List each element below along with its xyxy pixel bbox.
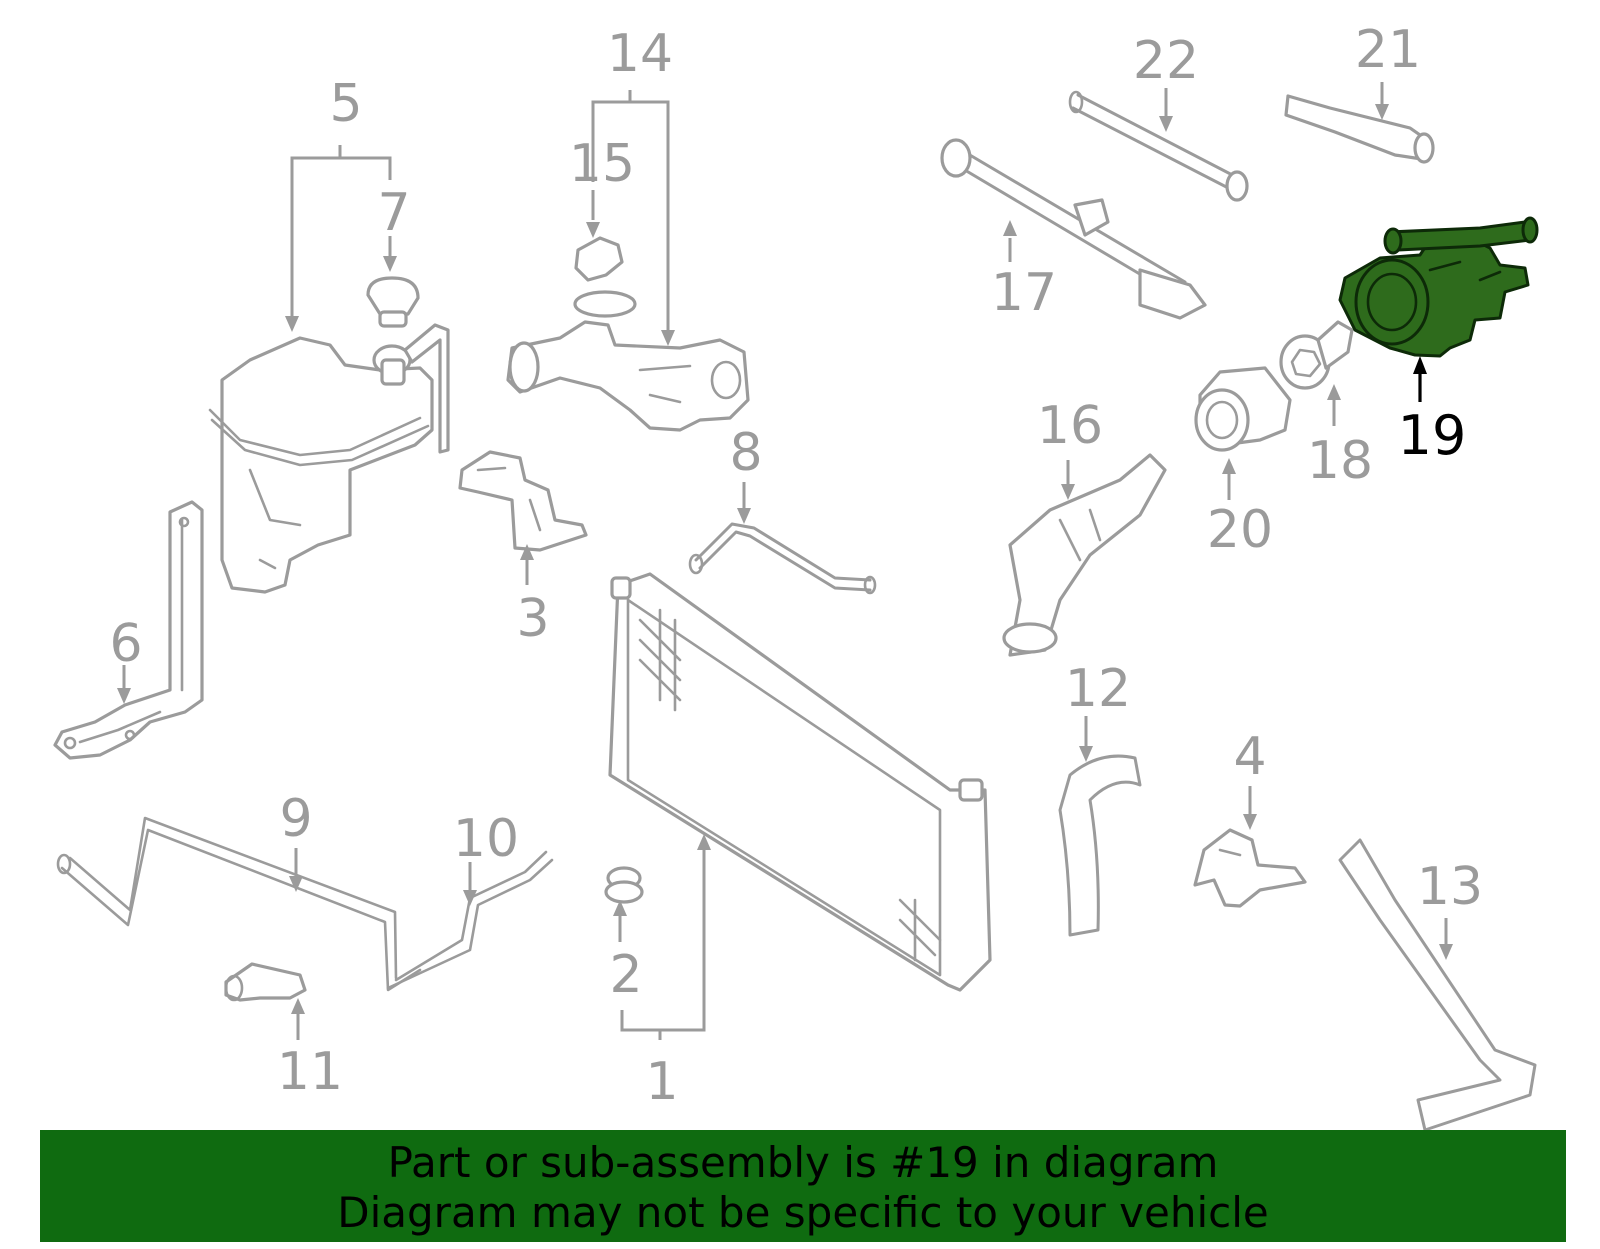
callout-17: 17 xyxy=(991,263,1057,323)
callout-12: 12 xyxy=(1065,659,1131,719)
leader-18-arrowhead xyxy=(1327,384,1341,400)
leader-8-arrowhead xyxy=(737,508,751,524)
leader-7-arrowhead xyxy=(383,256,397,272)
reservoir-tank[interactable] xyxy=(208,323,450,594)
callout-4: 4 xyxy=(1233,727,1266,787)
callout-13: 13 xyxy=(1417,857,1483,917)
hose-13[interactable] xyxy=(1338,838,1537,1132)
radiator[interactable] xyxy=(608,572,992,992)
callout-3: 3 xyxy=(516,589,549,649)
leader-14-arrowhead xyxy=(661,330,675,346)
leader-21-arrowhead xyxy=(1375,104,1389,120)
leader-12-arrowhead xyxy=(1079,746,1093,762)
leader-17-arrowhead xyxy=(1003,220,1017,236)
leader-10-arrowhead xyxy=(463,890,477,906)
callout-20: 20 xyxy=(1207,500,1273,560)
mount-bracket[interactable] xyxy=(458,450,588,552)
water-outlet[interactable] xyxy=(506,290,750,432)
callout-19: 19 xyxy=(1398,404,1467,467)
callout-21: 21 xyxy=(1355,20,1421,80)
leader-1 xyxy=(620,848,706,1040)
pipe-17[interactable] xyxy=(940,138,1207,320)
thermostat-housing-highlighted[interactable] xyxy=(1338,216,1539,358)
pipe-9[interactable] xyxy=(56,816,422,992)
small-hose-8[interactable] xyxy=(688,522,877,595)
callout-14: 14 xyxy=(607,24,673,84)
reservoir-bracket[interactable] xyxy=(53,500,204,760)
banner-line-2: Diagram may not be specific to your vehi… xyxy=(337,1188,1269,1237)
leader-6-arrowhead xyxy=(117,688,131,704)
leader-3-arrowhead xyxy=(520,544,534,560)
pipe-22[interactable] xyxy=(1068,90,1249,202)
banner-line-1: Part or sub-assembly is #19 in diagram xyxy=(387,1138,1219,1187)
leader-5 xyxy=(290,145,392,328)
callout-6: 6 xyxy=(109,614,142,674)
callout-10: 10 xyxy=(453,809,519,869)
callout-8: 8 xyxy=(729,423,762,483)
thermostat[interactable] xyxy=(1279,320,1354,390)
callout-15: 15 xyxy=(569,134,635,194)
hose-12[interactable] xyxy=(1058,754,1142,937)
callout-5: 5 xyxy=(329,74,362,134)
leader-20-arrowhead xyxy=(1222,458,1236,474)
leader-13-arrowhead xyxy=(1439,944,1453,960)
leader-2-arrowhead xyxy=(613,900,627,916)
leader-15-arrowhead xyxy=(586,222,600,238)
leader-22-arrowhead xyxy=(1159,116,1173,132)
callout-7: 7 xyxy=(377,183,410,243)
callout-18: 18 xyxy=(1307,431,1373,491)
leader-19-arrowhead xyxy=(1413,356,1427,374)
leader-5-arrowhead xyxy=(285,316,299,332)
notice-banner: Part or sub-assembly is #19 in diagram D… xyxy=(40,1130,1566,1242)
callout-1: 1 xyxy=(645,1052,678,1112)
callout-22: 22 xyxy=(1133,31,1199,91)
leader-16-arrowhead xyxy=(1061,484,1075,500)
outlet-cap[interactable] xyxy=(574,236,624,282)
reservoir-cap[interactable] xyxy=(366,276,420,328)
callout-16: 16 xyxy=(1037,396,1103,456)
pipe-16[interactable] xyxy=(1002,453,1167,657)
leader-4-arrowhead xyxy=(1243,814,1257,830)
leader-11-arrowhead xyxy=(291,998,305,1014)
grommet[interactable] xyxy=(604,866,644,904)
callout-2: 2 xyxy=(609,945,642,1005)
leader-14 xyxy=(591,90,670,330)
thermostat-cover[interactable] xyxy=(1194,366,1292,452)
leader-9-arrowhead xyxy=(289,876,303,892)
callout-11: 11 xyxy=(277,1042,343,1102)
hose-21[interactable] xyxy=(1284,94,1435,164)
bracket-4[interactable] xyxy=(1193,828,1307,908)
fitting-11[interactable] xyxy=(224,962,307,1002)
leader-1-arrowhead xyxy=(697,834,711,850)
callout-9: 9 xyxy=(279,789,312,849)
